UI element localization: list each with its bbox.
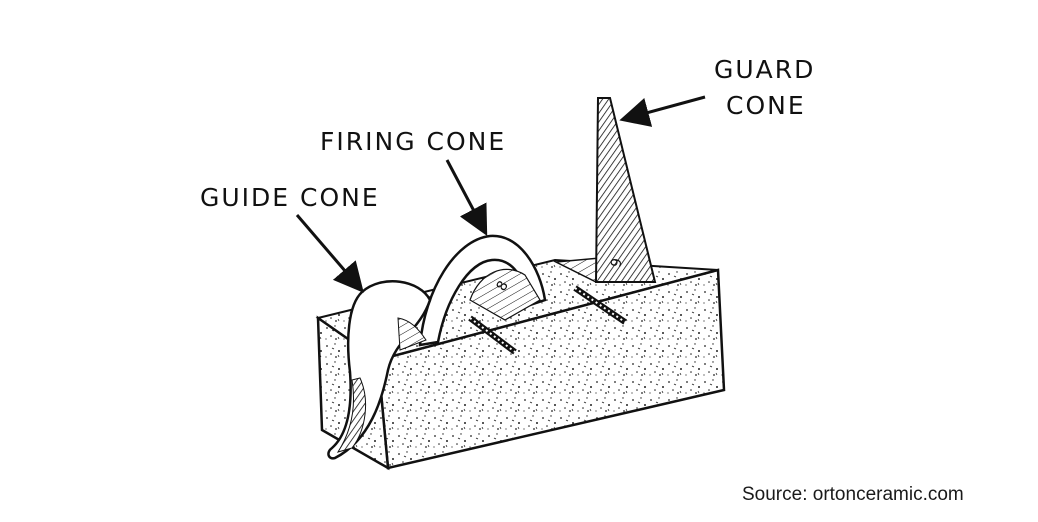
source-credit: Source: ortonceramic.com (742, 484, 964, 505)
firing-cone: 8 (418, 234, 547, 347)
firing-cone-shadow (469, 268, 541, 321)
guide-cone (327, 280, 432, 460)
firing-cone-body (418, 234, 547, 347)
firing-cone-arrow (445, 159, 488, 236)
guide-cone-shadow (336, 377, 366, 453)
guard-cone: 9 (553, 97, 657, 283)
firing-cone-label: FIRING CONE (320, 127, 506, 156)
guard-cone-number: 9 (608, 257, 626, 269)
guide-cone-label: GUIDE CONE (200, 183, 380, 212)
guide-cone-arrow (295, 214, 364, 293)
guard-cone-label-line1: GUARD (714, 55, 815, 84)
guard-cone-arrow (619, 95, 706, 127)
guard-cone-body (594, 97, 657, 283)
guard-cone-label-line2: CONE (726, 91, 806, 120)
